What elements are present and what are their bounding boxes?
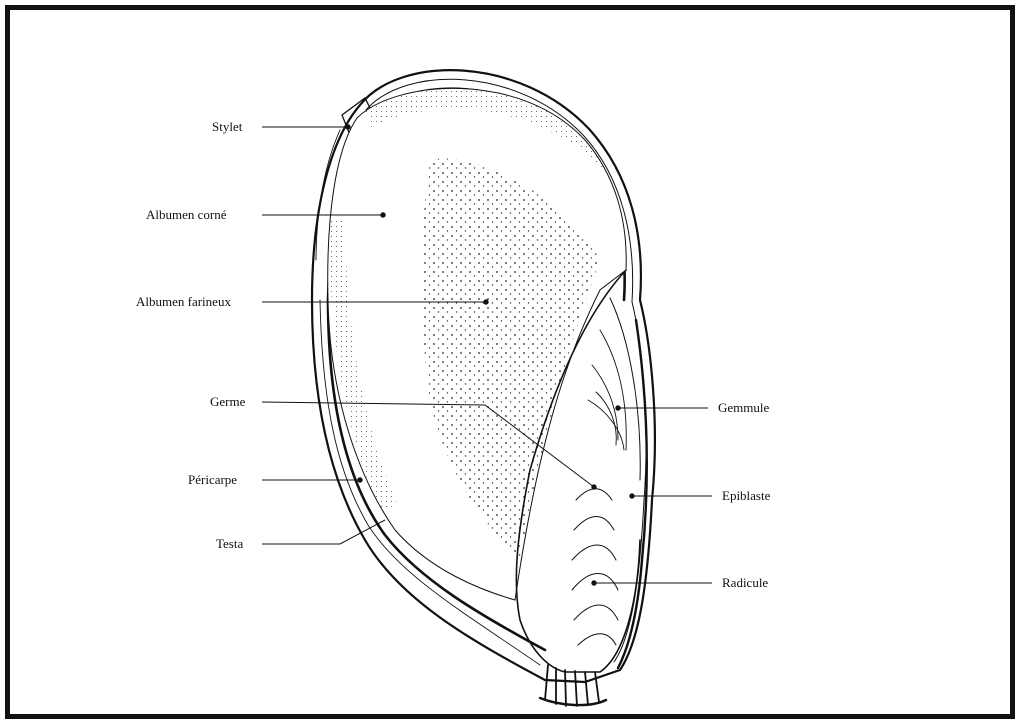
- label-gemmule: Gemmule: [718, 400, 769, 415]
- label-radicule: Radicule: [722, 575, 768, 590]
- label-albumen-farineux: Albumen farineux: [136, 294, 231, 309]
- label-epiblaste: Epiblaste: [722, 488, 771, 503]
- label-pericarpe: Péricarpe: [188, 472, 237, 487]
- label-germe: Germe: [210, 394, 246, 409]
- label-stylet: Stylet: [212, 119, 243, 134]
- tip-cap: [540, 665, 606, 706]
- label-testa: Testa: [216, 536, 243, 551]
- label-albumen-corne: Albumen corné: [146, 207, 227, 222]
